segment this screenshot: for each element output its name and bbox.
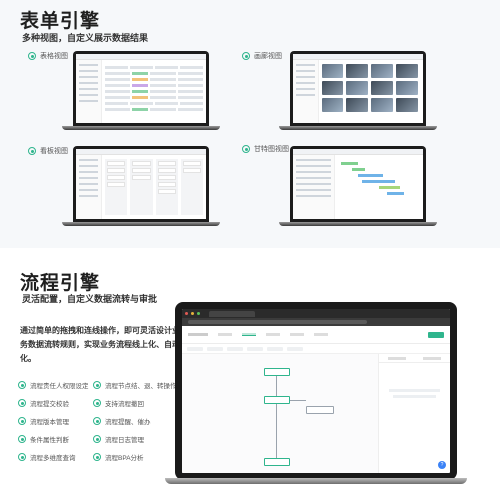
flow-properties-panel xyxy=(378,354,450,473)
feature-item: 流程责任人权限设定 xyxy=(18,380,89,390)
feature-item: 流程BPA分析 xyxy=(93,452,144,462)
feature-item: 流程版本管理 xyxy=(18,416,69,426)
feature-label: 流程责任人权限设定 xyxy=(30,383,89,390)
circle-dot-icon xyxy=(93,435,101,443)
feature-item: 支持流程撤回 xyxy=(93,398,144,408)
flow-designer-laptop: ? xyxy=(175,302,457,480)
circle-dot-icon xyxy=(18,399,26,407)
circle-dot-icon xyxy=(93,399,101,407)
view-label-text: 画廊视图 xyxy=(254,53,282,60)
view-label-gantt: 甘特图视图 xyxy=(242,144,289,154)
flow-engine-title: 流程引擎 xyxy=(20,273,101,294)
feature-item: 条件属性判断 xyxy=(18,434,69,444)
flow-canvas[interactable] xyxy=(182,354,378,473)
feature-label: 流程节点结、退、转操作 xyxy=(105,383,177,390)
feature-item: 流程日志管理 xyxy=(93,434,144,444)
flow-engine-subtitle: 灵活配置，自定义数据流转与审批 xyxy=(22,294,158,304)
circle-dot-icon xyxy=(242,145,250,153)
circle-dot-icon xyxy=(93,417,101,425)
laptop-base xyxy=(165,478,467,484)
flow-designer-screen: ? xyxy=(182,309,450,473)
view-label-kanban: 看板视图 xyxy=(28,146,68,156)
view-label-text: 表格视图 xyxy=(40,53,68,60)
feature-label: 流程提交校验 xyxy=(30,401,69,408)
feature-label: 流程BPA分析 xyxy=(105,455,144,462)
circle-dot-icon xyxy=(28,147,36,155)
circle-dot-icon xyxy=(18,417,26,425)
feature-item: 流程多维度查询 xyxy=(18,452,76,462)
form-engine-title: 表单引擎 xyxy=(20,11,101,32)
circle-dot-icon xyxy=(18,453,26,461)
feature-item: 流程提交校验 xyxy=(18,398,69,408)
feature-label: 流程日志管理 xyxy=(105,437,144,444)
view-label-gallery: 画廊视图 xyxy=(242,51,282,61)
view-label-table: 表格视图 xyxy=(28,51,68,61)
feature-item: 流程提醒、催办 xyxy=(93,416,151,426)
circle-dot-icon xyxy=(18,381,26,389)
feature-label: 流程版本管理 xyxy=(30,419,69,426)
flow-engine-description: 通过简单的拖拽和连线操作，即可灵活设计业务数据流转规则，实现业务流程线上化、自动… xyxy=(20,326,180,363)
view-label-text: 甘特图视图 xyxy=(254,146,289,153)
form-engine-subtitle: 多种视图，自定义展示数据结果 xyxy=(22,33,149,43)
circle-dot-icon xyxy=(93,453,101,461)
help-icon[interactable]: ? xyxy=(438,461,446,469)
view-label-text: 看板视图 xyxy=(40,148,68,155)
circle-dot-icon xyxy=(18,435,26,443)
feature-label: 流程多维度查询 xyxy=(30,455,76,462)
feature-label: 流程提醒、催办 xyxy=(105,419,151,426)
circle-dot-icon xyxy=(28,52,36,60)
feature-label: 条件属性判断 xyxy=(30,437,69,444)
feature-item: 流程节点结、退、转操作 xyxy=(93,380,177,390)
feature-label: 支持流程撤回 xyxy=(105,401,144,408)
form-engine-section: 表单引擎 多种视图，自定义展示数据结果 表格视图 xyxy=(0,0,500,248)
circle-dot-icon xyxy=(93,381,101,389)
circle-dot-icon xyxy=(242,52,250,60)
